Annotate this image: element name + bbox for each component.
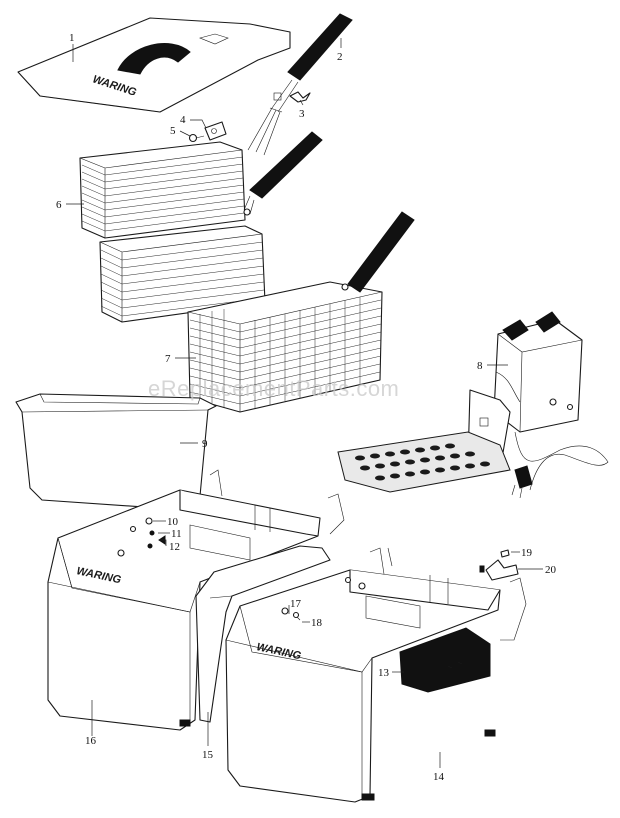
callout-2: 2 xyxy=(337,51,343,63)
part-screw-17[interactable] xyxy=(281,607,289,615)
power-cord xyxy=(514,431,609,491)
part-housing-left[interactable]: WARING xyxy=(47,469,345,731)
callout-19: 19 xyxy=(521,547,533,559)
callout-10: 10 xyxy=(167,516,179,528)
callout-20: 20 xyxy=(545,564,557,576)
part-control-panel[interactable] xyxy=(337,311,609,499)
part-lid[interactable]: WARING xyxy=(17,17,291,113)
callout-4: 4 xyxy=(180,114,186,126)
part-rivet-18[interactable] xyxy=(292,611,301,621)
callout-7: 7 xyxy=(165,353,171,365)
part-screw-19[interactable] xyxy=(500,549,510,558)
callout-11: 11 xyxy=(171,528,182,540)
callout-15: 15 xyxy=(202,749,214,761)
part-wing-nut[interactable] xyxy=(289,91,311,103)
part-bracket-20[interactable] xyxy=(479,559,519,581)
part-bracket[interactable] xyxy=(204,121,227,141)
callout-3: 3 xyxy=(299,108,305,120)
lid-handle xyxy=(117,43,191,75)
callout-14: 14 xyxy=(433,771,445,783)
part-screw[interactable] xyxy=(188,133,205,143)
watermark-text: eReplacementParts.com xyxy=(148,376,399,401)
callout-17: 17 xyxy=(290,598,302,610)
callout-8: 8 xyxy=(477,360,483,372)
part-small-basket-upper[interactable] xyxy=(79,141,246,239)
callout-1: 1 xyxy=(69,32,75,44)
callout-12: 12 xyxy=(169,541,180,553)
part-bridge[interactable] xyxy=(195,545,331,723)
callout-labels: 1 2 3 4 5 6 7 8 9 10 11 12 13 14 15 16 1… xyxy=(56,32,557,783)
callout-18: 18 xyxy=(311,617,323,629)
callout-13: 13 xyxy=(378,667,390,679)
part-basket-handle[interactable] xyxy=(247,13,353,156)
part-housing-right[interactable]: WARING xyxy=(225,547,527,803)
leader-lines xyxy=(66,38,543,768)
right-housing-handle xyxy=(399,627,491,693)
callout-16: 16 xyxy=(85,735,97,747)
callout-9: 9 xyxy=(202,438,208,450)
callout-6: 6 xyxy=(56,199,62,211)
callout-5: 5 xyxy=(170,125,176,137)
part-large-basket[interactable] xyxy=(187,211,415,413)
